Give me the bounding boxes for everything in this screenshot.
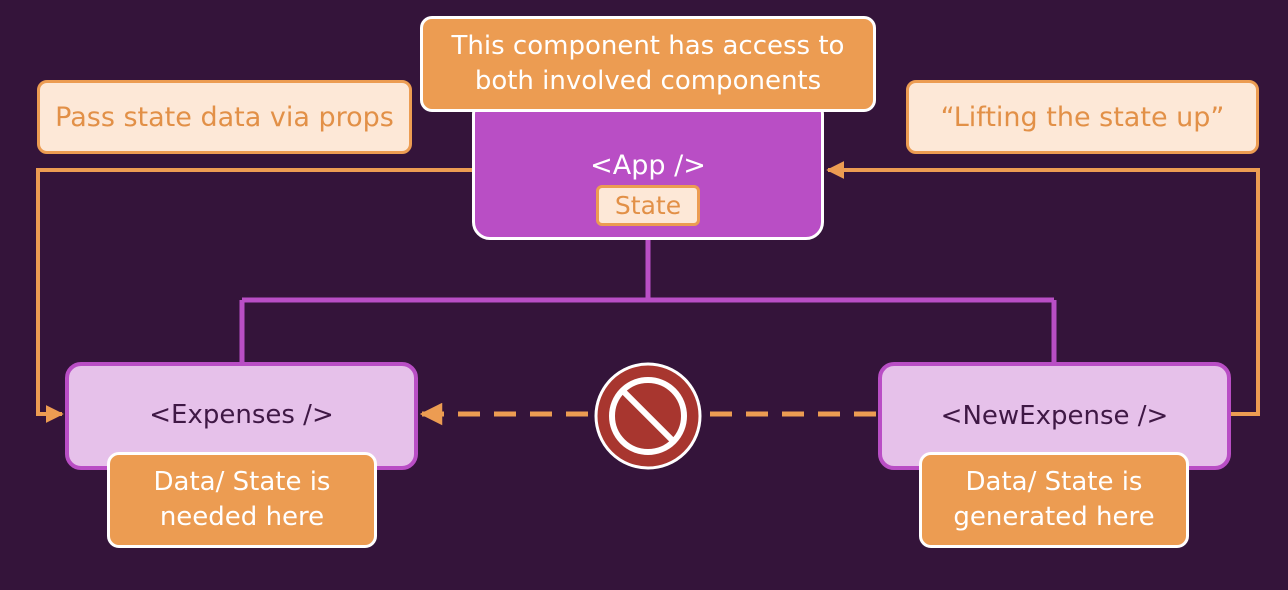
app-access-line1: This component has access to <box>451 31 845 61</box>
new-expense-callout-line2: generated here <box>953 502 1155 532</box>
app-component-label: <App /> <box>590 150 706 181</box>
tree-connector <box>239 240 1057 364</box>
expenses-component-label: <Expenses /> <box>149 400 334 430</box>
expenses-callout-line1: Data/ State is <box>153 467 331 497</box>
app-access-line2: both involved components <box>474 66 822 96</box>
expenses-callout-line2: needed here <box>159 502 325 532</box>
lifting-arrow <box>826 161 1260 416</box>
lifting-state-text: “Lifting the state up” <box>940 101 1225 133</box>
app-component-node: <App /> State <box>472 96 824 240</box>
prohibited-icon <box>594 362 702 470</box>
new-expense-callout: Data/ State is generated here <box>919 452 1189 548</box>
pass-props-text: Pass state data via props <box>55 101 394 133</box>
new-expense-callout-line1: Data/ State is <box>965 467 1143 497</box>
new-expense-component-label: <NewExpense /> <box>940 401 1169 431</box>
expenses-callout: Data/ State is needed here <box>107 452 377 548</box>
pass-props-note: Pass state data via props <box>37 80 412 154</box>
lifting-state-note: “Lifting the state up” <box>906 80 1259 154</box>
props-arrow <box>36 168 472 423</box>
app-state-badge: State <box>595 185 701 226</box>
app-access-callout: This component has access to both involv… <box>420 16 876 112</box>
